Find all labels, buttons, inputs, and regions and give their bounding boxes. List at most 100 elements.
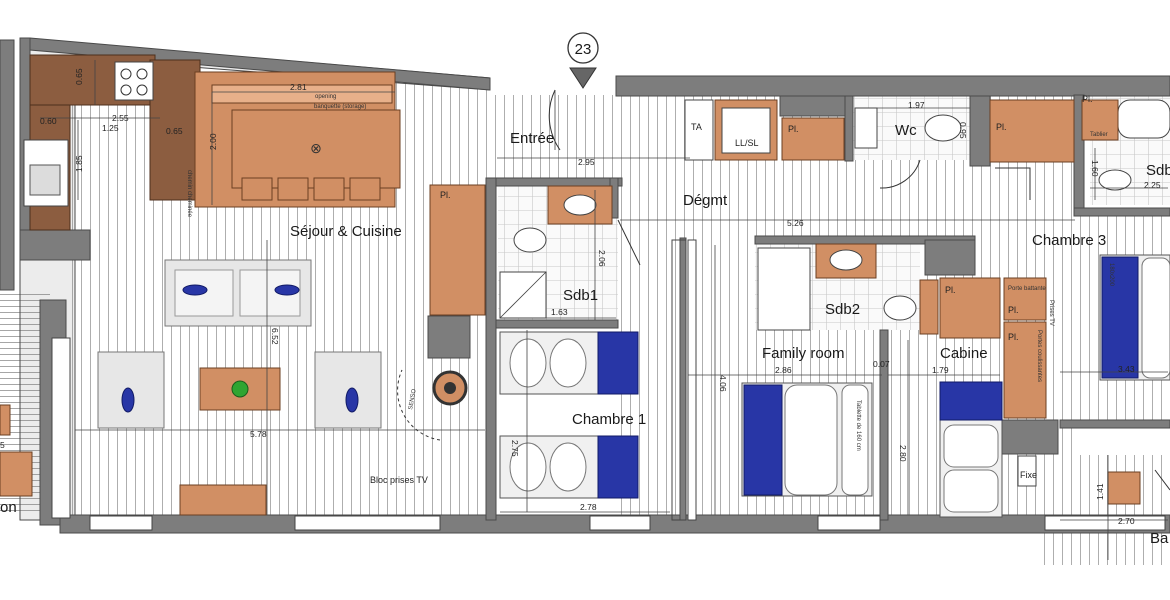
- tv-cabinet: [179, 484, 267, 516]
- wall-sdb2-shaft: [924, 239, 976, 276]
- shower-diagonal: [499, 271, 547, 319]
- south-windows: [51, 337, 1166, 531]
- pillow-icon: [784, 384, 838, 496]
- balcony-right-floor: [1040, 455, 1170, 565]
- window-5: [1044, 515, 1166, 531]
- entry-door-swing[interactable]: [548, 89, 561, 151]
- dim-label: 2.00: [208, 133, 218, 150]
- dimension-labels: 0.65 0.60 2.55 1.25 0.65 1.85 2.81 2.00 …: [0, 68, 1161, 526]
- shower-icon: [757, 247, 811, 331]
- tablette: [841, 384, 869, 496]
- window-3: [589, 515, 651, 531]
- label-fixe: Fixe: [1020, 470, 1037, 480]
- ta-cabinet: [684, 99, 714, 161]
- family-room-furniture: [687, 239, 873, 521]
- dim-label: 2.55: [112, 113, 129, 123]
- dimension-lines: [40, 60, 1168, 560]
- wall-kitchen-base: [19, 229, 91, 261]
- sdb2: [757, 243, 939, 335]
- tablier: [1081, 99, 1119, 141]
- chimney-block: [427, 315, 471, 359]
- chambre3-furniture: [1099, 254, 1170, 381]
- room-balcony-right: Ba: [1150, 530, 1169, 547]
- pillow-icon: [121, 387, 135, 413]
- label-portes-coulissantes: Portes coulissantes: [1036, 330, 1042, 382]
- dim-label: 0.65: [166, 126, 183, 136]
- wall-sdb1-bottom: [495, 319, 619, 329]
- label-porte-battante: Porte battante: [1008, 286, 1046, 292]
- label-banquette: banquette (storage): [314, 104, 366, 110]
- label-chemin-cheminee: chemin cheminée: [186, 170, 192, 218]
- toilet-icon: [1098, 169, 1132, 191]
- pillow-icon: [549, 338, 587, 388]
- dim-label: 2.78: [580, 502, 597, 512]
- sdb1-door[interactable]: [617, 219, 641, 266]
- sink-basin-icon: [29, 164, 61, 196]
- bar-stool: [277, 177, 309, 201]
- table-center-icon: ⊗: [310, 140, 322, 156]
- dim-label: 0.95: [958, 122, 968, 139]
- dim-label: 1.25: [102, 123, 119, 133]
- degmt-door[interactable]: [995, 167, 1031, 200]
- entry-arrow-icon: [569, 67, 597, 89]
- balcony-table-right: [1107, 471, 1141, 505]
- duvet-chambre3: [1101, 256, 1139, 379]
- washer-dryer-icon: [721, 107, 771, 154]
- sdb1: [499, 185, 641, 319]
- dim-label: 2.25: [1144, 180, 1161, 190]
- senso-arc: [397, 369, 441, 441]
- bar-stool: [241, 177, 273, 201]
- label-pl: Pl.: [788, 124, 799, 134]
- dim-label: 0.60: [40, 116, 57, 126]
- wall-far-left: [0, 39, 15, 291]
- dim-label: 4.06: [718, 375, 728, 392]
- dim-label: 2.86: [775, 365, 792, 375]
- window-1: [89, 515, 153, 531]
- label-pl: Pl.: [1082, 94, 1093, 104]
- label-pl: Pl.: [996, 122, 1007, 132]
- dim-label: 2.80: [898, 445, 908, 462]
- room-chambre3: Chambre 3: [1032, 232, 1106, 249]
- dim-label: 6.52: [270, 328, 280, 345]
- plant-icon: [231, 380, 249, 398]
- dim-label: 1.60: [1090, 160, 1100, 177]
- balcony-table-left: [0, 451, 33, 497]
- annotation-labels: TA LL/SL Pl. Pl. Pl. Pl. Pl. Pl. Pl. Tab…: [186, 94, 1114, 485]
- duvet-1a: [597, 331, 639, 395]
- room-family: Family room: [762, 345, 845, 362]
- utility-wc: [684, 99, 1075, 200]
- wall-sdb1-left: [485, 177, 497, 521]
- dim-label: 2.70: [1118, 516, 1135, 526]
- living-furniture: [97, 184, 486, 516]
- wall-wc-right: [969, 95, 991, 167]
- window-west: [51, 337, 71, 519]
- armchair-right: [314, 351, 382, 429]
- cooktop-icon: [114, 61, 154, 101]
- label-ta: TA: [691, 122, 702, 132]
- closet-chambre1: [671, 239, 687, 521]
- stove-center-icon: [444, 382, 456, 394]
- toilet-icon: [924, 114, 962, 142]
- dim-label: 1.63: [551, 307, 568, 317]
- pillow-icon: [509, 442, 547, 492]
- room-sdb3: Sdb: [1146, 162, 1170, 179]
- pillow-icon: [549, 442, 587, 492]
- dining-table: [231, 109, 401, 189]
- room-cabine: Cabine: [940, 345, 988, 362]
- duvet-1b: [597, 435, 639, 499]
- label-llsl: LL/SL: [735, 138, 759, 148]
- label-opening: opening: [315, 94, 336, 100]
- kitchen: ⊗: [23, 54, 401, 231]
- pillow-icon: [509, 338, 547, 388]
- dim-label: 1.85: [74, 155, 84, 172]
- fixe-panel: [1017, 455, 1037, 487]
- unit-marker: 23: [575, 41, 592, 58]
- sdb3: [1081, 99, 1170, 191]
- label-bloc-prises: Bloc prises TV: [370, 475, 428, 485]
- label-tablette: Tablette de 160 cm: [855, 400, 861, 451]
- pillow-icon: [1141, 257, 1170, 379]
- pillow-icon: [345, 387, 359, 413]
- dim-label: 1.41: [1095, 483, 1105, 500]
- wc-door-swing[interactable]: [879, 159, 921, 189]
